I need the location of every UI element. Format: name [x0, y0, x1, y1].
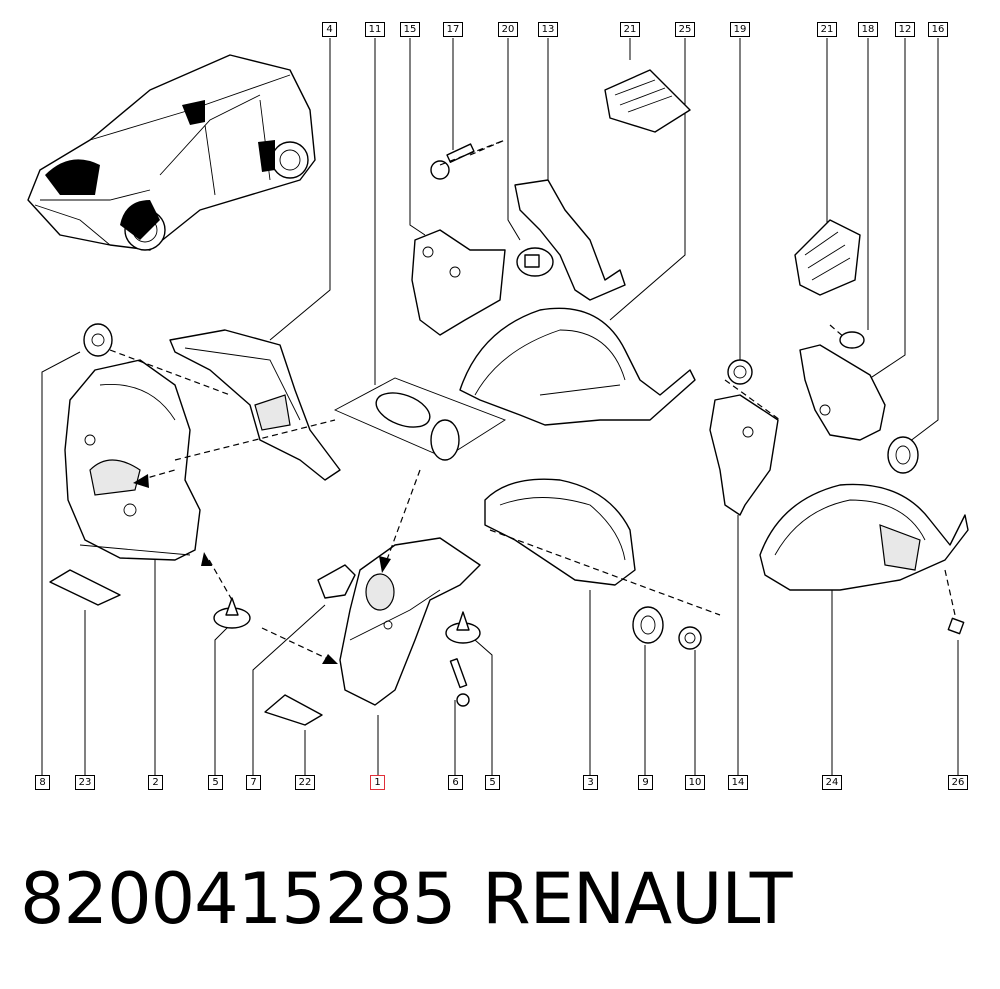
- assembly-arrows: [109, 139, 846, 664]
- part-14-bracket: [709, 394, 779, 516]
- brand-label: RENAULT: [482, 858, 792, 940]
- part-number-label: 8200415285: [20, 858, 456, 940]
- part-10-nut: [678, 626, 702, 650]
- part-4-liner: [169, 329, 341, 481]
- top-leader-lines: [269, 38, 939, 446]
- callout-22: 22: [295, 775, 315, 790]
- callout-8: 8: [35, 775, 50, 790]
- callout-11: 11: [365, 22, 385, 37]
- callout-7: 7: [246, 775, 261, 790]
- part-18-clip: [839, 331, 865, 349]
- callout-16: 16: [928, 22, 948, 37]
- callout-3: 3: [583, 775, 598, 790]
- part-5-clip-right: [445, 611, 481, 644]
- callout-5: 5: [208, 775, 223, 790]
- part-8-clip: [83, 323, 113, 357]
- part-21-vent-right: [794, 219, 861, 296]
- callout-19: 19: [730, 22, 750, 37]
- bottom-leader-lines: [41, 351, 959, 775]
- part-12-shield: [799, 344, 886, 441]
- callout-10: 10: [685, 775, 705, 790]
- part-24-rear-arch: [759, 483, 969, 591]
- part-16-grommet: [887, 436, 919, 474]
- callout-14: 14: [728, 775, 748, 790]
- part-20-grommet: [516, 247, 554, 277]
- part-23-clip: [49, 569, 121, 606]
- callout-4: 4: [322, 22, 337, 37]
- callout-12: 12: [895, 22, 915, 37]
- part-19-clip: [727, 359, 753, 385]
- callout-25: 25: [675, 22, 695, 37]
- callout-17: 17: [443, 22, 463, 37]
- callout-1-highlighted: 1: [370, 775, 385, 790]
- callout-21: 21: [817, 22, 837, 37]
- callout-24: 24: [822, 775, 842, 790]
- callout-26: 26: [948, 775, 968, 790]
- part-11-seals: [333, 377, 506, 461]
- part-5-clip-left: [213, 597, 251, 629]
- part-21-vent-top: [604, 69, 691, 133]
- part-2-wheel-arch: [64, 359, 201, 561]
- callout-18: 18: [858, 22, 878, 37]
- callout-6: 6: [448, 775, 463, 790]
- callout-20: 20: [498, 22, 518, 37]
- callout-2: 2: [148, 775, 163, 790]
- callout-5: 5: [485, 775, 500, 790]
- part-15-shield: [411, 229, 506, 336]
- part-26-clip: [944, 569, 965, 635]
- part-7-clip: [317, 564, 356, 599]
- car-illustration: [27, 54, 316, 251]
- part-17-screw: [430, 139, 506, 180]
- part-1-front-liner: [339, 537, 481, 706]
- callout-21: 21: [620, 22, 640, 37]
- part-6-screw: [449, 658, 470, 707]
- callout-15: 15: [400, 22, 420, 37]
- part-3-liner: [484, 478, 721, 616]
- part-9-grommet: [632, 606, 664, 644]
- part-25-arch-liner: [459, 307, 696, 426]
- callout-23: 23: [75, 775, 95, 790]
- callout-13: 13: [538, 22, 558, 37]
- part-22-clip: [264, 694, 323, 726]
- part-13-bracket: [514, 179, 626, 301]
- callout-9: 9: [638, 775, 653, 790]
